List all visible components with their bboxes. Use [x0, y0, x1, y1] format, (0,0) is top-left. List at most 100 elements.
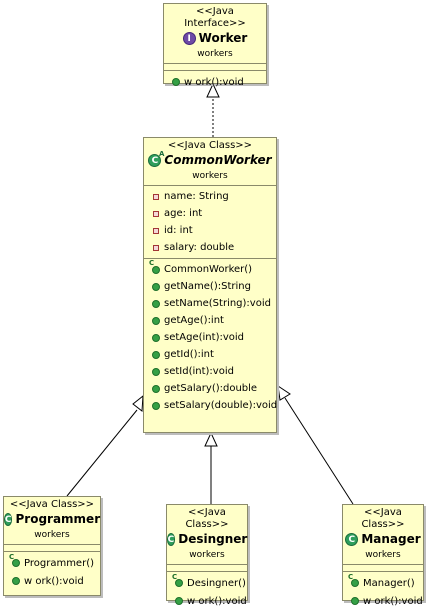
class-icon: C [345, 533, 359, 546]
private-field-icon [150, 191, 161, 202]
field-label: age: int [164, 208, 203, 219]
field-row[interactable]: name: String [144, 188, 276, 205]
worker-interface-box[interactable]: <<Java Interface>> I Worker workers w or… [163, 3, 267, 88]
constructor-label: Programmer() [24, 557, 94, 569]
programmer-stereotype: <<Java Class>> [9, 499, 95, 510]
field-row[interactable]: salary: double [144, 239, 276, 256]
manager-fields-section [343, 565, 423, 572]
field-row[interactable]: id: int [144, 222, 276, 239]
constructor-label: Desingner() [187, 577, 246, 589]
public-method-icon [150, 349, 161, 360]
programmer-header: <<Java Class>> C Programmer workers [3, 497, 101, 545]
manager-generalization-arrowhead [277, 384, 291, 401]
method-label: w ork():void [184, 76, 244, 88]
method-row[interactable]: w ork():void [4, 572, 100, 590]
public-method-icon [150, 281, 161, 292]
method-label: w ork():void [187, 595, 247, 607]
programmer-generalization-line [66, 409, 138, 497]
public-method-icon [150, 383, 161, 394]
public-method-icon [170, 77, 181, 88]
method-label: getSalary():double [164, 383, 258, 394]
manager-generalization-line [284, 397, 354, 505]
worker-name: Worker [198, 31, 248, 45]
method-label: getId():int [164, 349, 214, 360]
desingner-header: <<Java Class>> C Desingner workers [166, 505, 248, 565]
method-row[interactable]: w ork():void [343, 592, 423, 610]
method-label: getName():String [164, 281, 251, 292]
programmer-generalization-arrowhead [132, 394, 144, 412]
private-field-icon [150, 225, 161, 236]
method-label: w ork():void [363, 595, 423, 607]
public-method-icon [150, 315, 161, 326]
method-row[interactable]: setAge(int):void [144, 329, 276, 346]
commonworker-stereotype: <<Java Class>> [167, 140, 253, 151]
public-method-icon [150, 400, 161, 411]
public-method-icon [173, 596, 184, 607]
programmer-name: Programmer [15, 512, 101, 526]
method-row[interactable]: getAge():int [144, 312, 276, 329]
manager-header: <<Java Class>> C Manager workers [343, 505, 423, 565]
public-method-icon [349, 596, 360, 607]
class-icon: C [3, 513, 13, 526]
method-row[interactable]: setId(int):void [144, 363, 276, 380]
class-icon: C [166, 533, 176, 546]
commonworker-name: CommonWorker [164, 153, 272, 167]
method-row[interactable]: setName(String):void [144, 295, 276, 312]
interface-icon: I [182, 32, 196, 45]
worker-package: workers [197, 49, 233, 59]
manager-package: workers [365, 550, 401, 560]
commonworker-fields-section: name: String age: int id: int salary: do… [144, 186, 276, 259]
commonworker-header: <<Java Class>> C CommonWorker workers [144, 138, 276, 186]
method-label: getAge():int [164, 315, 224, 326]
manager-stereotype: <<Java Class>> [361, 507, 405, 530]
field-row[interactable]: age: int [144, 205, 276, 222]
public-method-icon [150, 366, 161, 377]
worker-header: <<Java Interface>> I Worker workers [164, 4, 266, 64]
constructor-icon: C [172, 573, 184, 589]
field-label: name: String [164, 191, 229, 202]
public-method-icon [150, 298, 161, 309]
desingner-fields-section [167, 565, 247, 572]
constructor-icon: C [9, 553, 21, 569]
method-label: setSalary(double):void [164, 400, 278, 411]
constructor-label: CommonWorker() [164, 264, 253, 275]
worker-stereotype: <<Java Interface>> [184, 6, 246, 29]
field-label: salary: double [164, 242, 235, 253]
public-method-icon [150, 332, 161, 343]
public-method-icon [10, 576, 21, 587]
desingner-name: Desingner [178, 532, 248, 546]
method-row[interactable]: getId():int [144, 346, 276, 363]
programmer-fields-section [4, 545, 100, 552]
method-row[interactable]: setSalary(double):void [144, 397, 278, 414]
desingner-package: workers [189, 550, 225, 560]
constructor-icon: C [149, 259, 161, 275]
worker-methods-section: w ork():void [164, 71, 266, 93]
desingner-stereotype: <<Java Class>> [185, 507, 229, 530]
constructor-label: Manager() [363, 577, 415, 589]
method-label: w ork():void [24, 575, 84, 587]
programmer-package: workers [34, 530, 70, 540]
method-row[interactable]: getSalary():double [144, 380, 276, 397]
desingner-generalization-arrowhead [204, 431, 218, 447]
commonworker-class-box[interactable]: <<Java Class>> C CommonWorker workers na… [143, 137, 277, 433]
constructor-icon: C [348, 573, 360, 589]
worker-method-work[interactable]: w ork():void [164, 73, 266, 91]
manager-name: Manager [361, 532, 421, 546]
abstract-class-icon: C [148, 150, 164, 167]
method-label: setAge(int):void [164, 332, 244, 343]
method-row[interactable]: getName():String [144, 278, 276, 295]
method-label: setId(int):void [164, 366, 234, 377]
method-row[interactable]: w ork():void [167, 592, 247, 610]
